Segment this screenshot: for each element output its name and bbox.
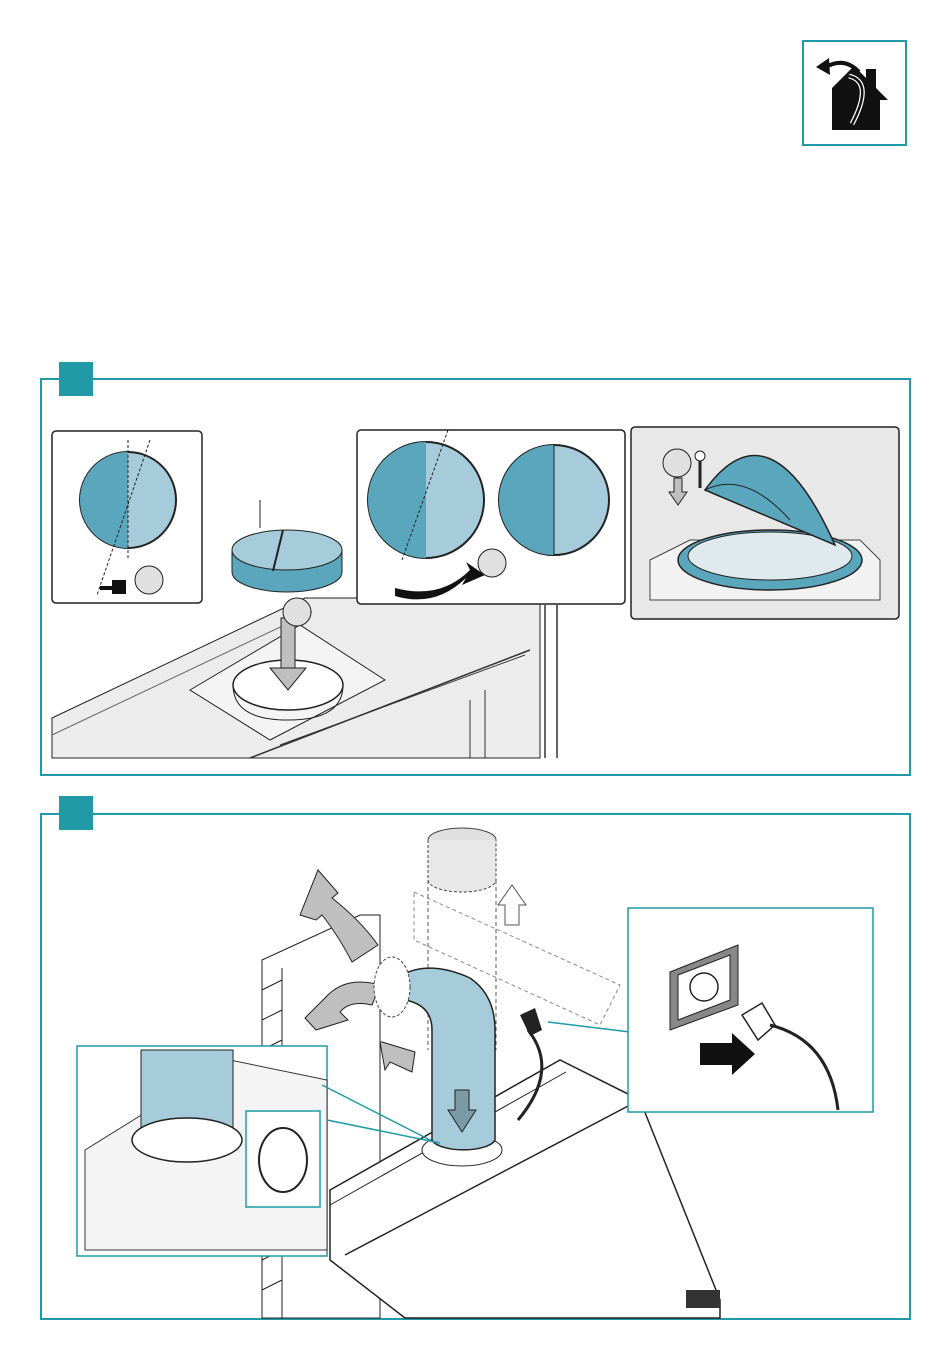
inset-plug-socket <box>628 908 873 1112</box>
